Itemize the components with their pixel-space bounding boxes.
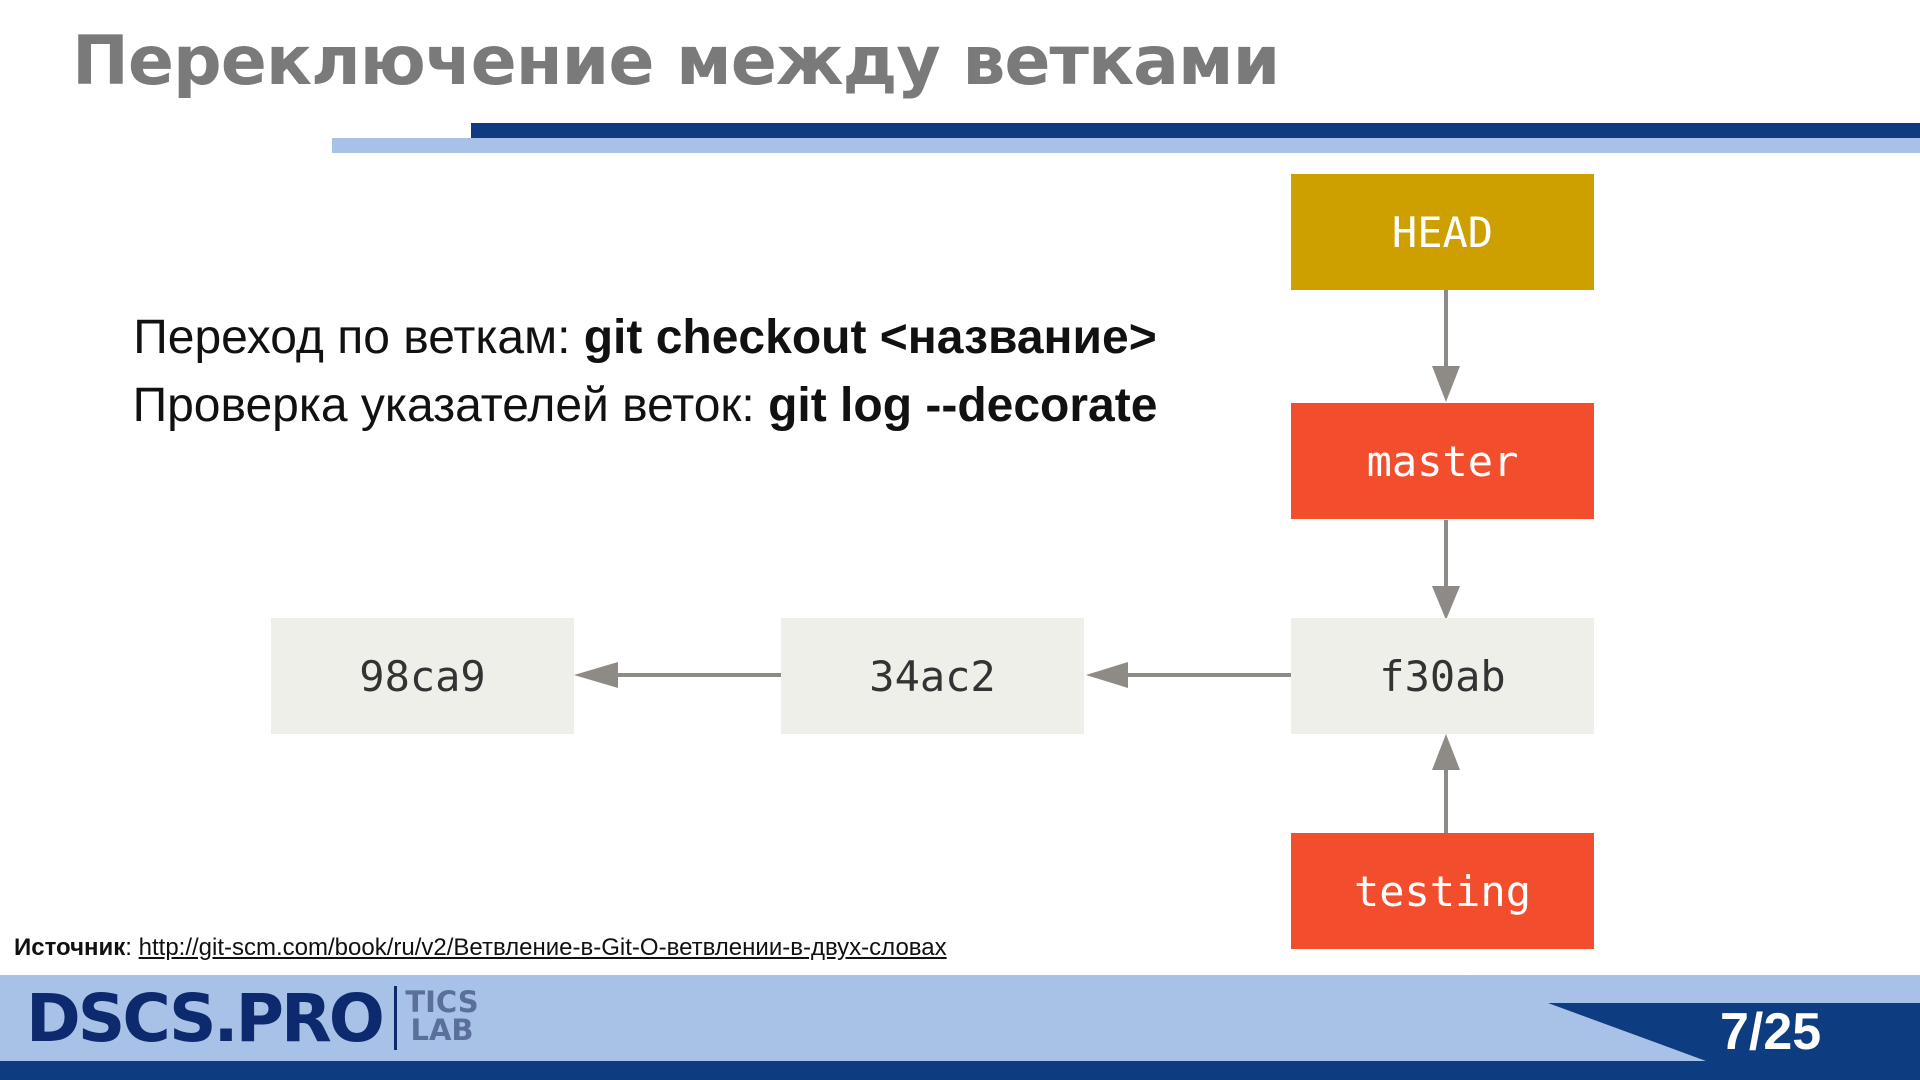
arrow-master-to-f30ab <box>1432 520 1460 620</box>
command-text: Переход по веткам: <box>133 311 584 364</box>
header-bar-dark <box>471 123 1920 138</box>
source-label: Источник <box>14 934 126 961</box>
command-code: git checkout <название> <box>583 311 1157 364</box>
command-text: Проверка указателей веток: <box>132 379 769 432</box>
page-number: 7/25 <box>1720 1003 1822 1061</box>
logo-separator <box>394 986 397 1050</box>
source-link[interactable]: http://git-scm.com/book/ru/v2/Ветвление-… <box>138 934 947 961</box>
logo-tics-lab: TICS LAB <box>405 985 479 1047</box>
slide-title: Переключение между ветками <box>72 22 1280 101</box>
branch-testing: testing <box>1291 833 1594 949</box>
arrow-head-to-master <box>1432 290 1460 402</box>
branch-master: master <box>1291 403 1594 519</box>
footer-band <box>0 975 1920 1080</box>
command-code: git log --decorate <box>768 379 1158 432</box>
logo-dscs-pro: DSCS.PRO <box>26 980 385 1057</box>
commit-f30ab: f30ab <box>1291 618 1594 734</box>
command-line-log: Проверка указателей веток: git log --dec… <box>100 372 1190 440</box>
source-separator: : <box>125 934 139 961</box>
head-pointer: HEAD <box>1291 174 1594 290</box>
arrow-testing-to-f30ab <box>1432 734 1460 833</box>
commit-98ca9: 98ca9 <box>271 618 574 734</box>
command-line-checkout: Переход по веткам: git checkout <названи… <box>100 304 1190 372</box>
arrow-f30ab-to-34ac2 <box>1086 662 1291 688</box>
header-bar-light <box>332 138 1920 153</box>
commands-block: Переход по веткам: git checkout <названи… <box>100 304 1190 440</box>
commit-34ac2: 34ac2 <box>781 618 1084 734</box>
arrow-34ac2-to-98ca9 <box>574 662 781 688</box>
source-citation: Источник: http://git-scm.com/book/ru/v2/… <box>14 934 947 962</box>
